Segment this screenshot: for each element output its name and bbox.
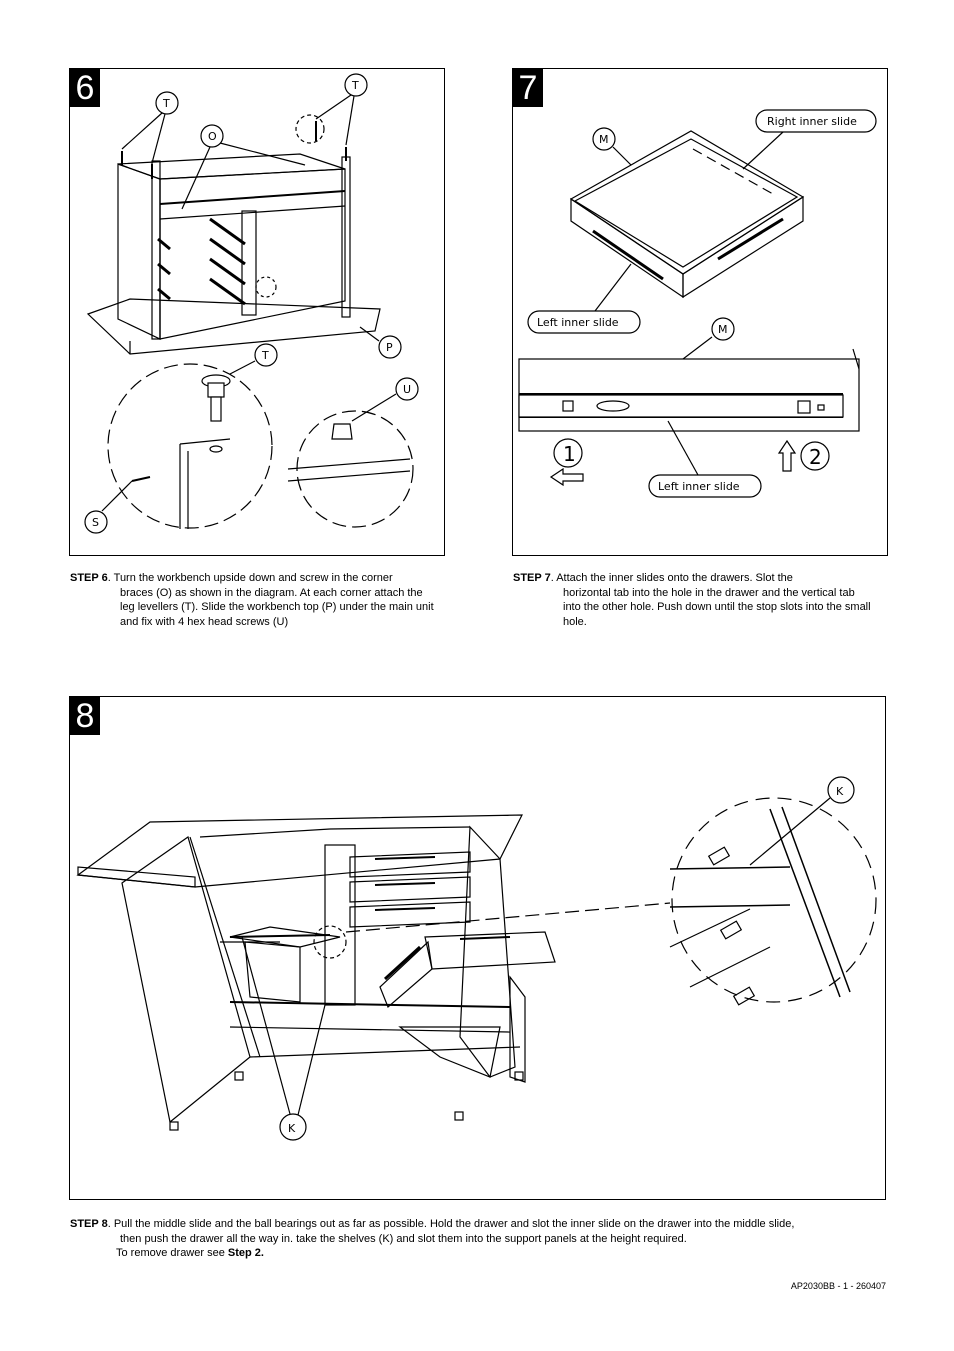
callout-t-2: T <box>351 79 359 92</box>
workbench-top-p <box>86 298 381 355</box>
callout-k-bottom: K <box>288 1122 296 1135</box>
callout-s: S <box>92 516 99 529</box>
step-6-caption: STEP 6. Turn the workbench upside down a… <box>70 571 440 629</box>
callout-m-2: M <box>718 323 728 336</box>
step-8-caption: STEP 8. Pull the middle slide and the ba… <box>70 1217 890 1261</box>
callout-m-1: M <box>599 133 609 146</box>
callout-p: P <box>386 341 393 354</box>
step-8-number: 8 <box>70 697 100 735</box>
label-left-inner-slide-1: Left inner slide <box>537 316 619 329</box>
callout-u: U <box>403 383 411 396</box>
callout-o: O <box>208 130 217 143</box>
step-6-text-rest: braces (O) as shown in the diagram. At e… <box>120 586 434 628</box>
step-order-1: 1 <box>563 442 576 466</box>
step-8-text-first: . Pull the middle slide and the ball bea… <box>107 1218 795 1230</box>
drawer-box <box>569 130 805 275</box>
step-8-remove-text: To remove drawer see <box>116 1247 228 1259</box>
arrow-up-icon <box>777 439 797 472</box>
step-7-caption: STEP 7. Attach the inner slides onto the… <box>513 571 873 629</box>
step-7-panel: 7 M Right inner slide Left inner slide M… <box>512 68 888 556</box>
step-8-label: STEP 8 <box>70 1218 108 1230</box>
shelf-peg-3 <box>732 986 756 1006</box>
step-8-remove-line: To remove drawer see Step 2. <box>70 1246 890 1261</box>
inner-slide-rail <box>518 394 844 418</box>
step-8-text-rest: then push the drawer all the way in. tak… <box>120 1232 687 1245</box>
step-6-panel: 6 T T O <box>69 68 445 556</box>
detail-shelf-support <box>671 797 877 1003</box>
step-8-panel: 8 <box>69 696 886 1200</box>
shelf-peg-2 <box>719 920 743 940</box>
arrow-left-icon <box>549 467 584 487</box>
callout-k-top: K <box>836 785 844 798</box>
drawer-runners <box>157 210 257 316</box>
step-6-diagram: T T O T S U P <box>84 73 419 534</box>
step-7-text-first: . Attach the inner slides onto the drawe… <box>550 572 793 584</box>
detail-hex-screw <box>296 410 414 528</box>
step-order-2: 2 <box>809 445 822 469</box>
step-6-text-first: . Turn the workbench upside down and scr… <box>107 572 393 584</box>
callout-t-3: T <box>261 349 269 362</box>
label-right-inner-slide: Right inner slide <box>767 115 857 128</box>
support-panel <box>324 844 356 1006</box>
shelf-peg-1 <box>707 846 731 866</box>
document-footer: AP2030BB - 1 - 260407 <box>790 1281 886 1291</box>
worktop <box>76 814 523 888</box>
side-panel-left <box>117 163 161 340</box>
step-7-text-rest: horizontal tab into the hole in the draw… <box>563 586 871 628</box>
step-8-diagram: K K <box>76 776 877 1141</box>
step-8-remove-ref: Step 2. <box>227 1247 264 1259</box>
label-left-inner-slide-2: Left inner slide <box>658 480 740 493</box>
unit-back <box>159 168 346 340</box>
side-panel-left <box>121 836 251 1124</box>
step-6-label: STEP 6 <box>70 572 108 584</box>
step-7-label: STEP 7 <box>513 572 551 584</box>
drawer-stack <box>349 851 471 928</box>
step-6-number: 6 <box>70 69 100 107</box>
step-7-number: 7 <box>513 69 543 107</box>
callout-t-1: T <box>162 97 170 110</box>
detail-leg-leveller <box>107 363 273 529</box>
step-7-diagram: M Right inner slide Left inner slide M 1… <box>518 109 877 498</box>
